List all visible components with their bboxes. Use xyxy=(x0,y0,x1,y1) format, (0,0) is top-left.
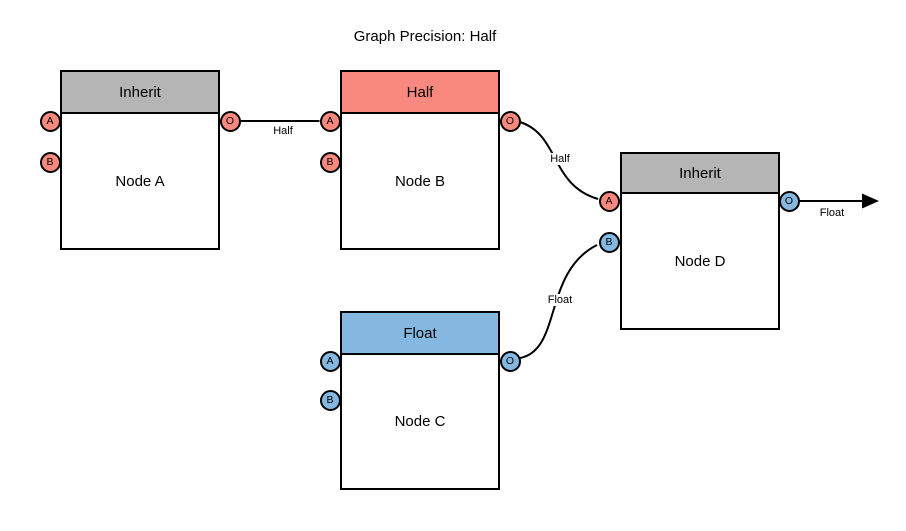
node-d-port-o[interactable]: O xyxy=(778,190,800,212)
graph-output-arrow xyxy=(799,193,879,209)
node-a-header: Inherit xyxy=(62,72,218,114)
node-c-label: Node C xyxy=(394,413,446,430)
node-c[interactable]: Float Node C xyxy=(340,311,500,490)
node-b-port-a[interactable]: A xyxy=(319,110,341,132)
node-b-header: Half xyxy=(342,72,498,114)
diagram-title: Graph Precision: Half xyxy=(353,28,497,45)
node-c-port-a[interactable]: A xyxy=(319,350,341,372)
node-d-header: Inherit xyxy=(622,154,778,194)
edge-node-c-to-node-d[interactable] xyxy=(519,244,598,359)
node-d-port-b[interactable]: B xyxy=(598,231,620,253)
node-d-port-a[interactable]: A xyxy=(598,190,620,212)
edge-label-b-to-d: Half xyxy=(548,153,572,165)
node-c-port-b[interactable]: B xyxy=(319,389,341,411)
node-a-port-b[interactable]: B xyxy=(39,151,61,173)
edge-label-c-to-d: Float xyxy=(545,294,575,306)
node-b-port-o[interactable]: O xyxy=(499,110,521,132)
node-a-label: Node A xyxy=(115,172,165,190)
node-b-port-b[interactable]: B xyxy=(319,151,341,173)
node-c-port-o[interactable]: O xyxy=(499,350,521,372)
node-a-port-o[interactable]: O xyxy=(219,110,241,132)
edge-label-a-to-b: Half xyxy=(271,125,295,137)
node-b-label: Node B xyxy=(394,172,446,190)
node-d[interactable]: Inherit Node D xyxy=(620,152,780,330)
node-c-header: Float xyxy=(342,313,498,355)
node-a[interactable]: Inherit Node A xyxy=(60,70,220,250)
node-d-label: Node D xyxy=(674,252,726,270)
node-b[interactable]: Half Node B xyxy=(340,70,500,250)
edge-label-output: Float xyxy=(817,207,847,219)
node-a-port-a[interactable]: A xyxy=(39,110,61,132)
